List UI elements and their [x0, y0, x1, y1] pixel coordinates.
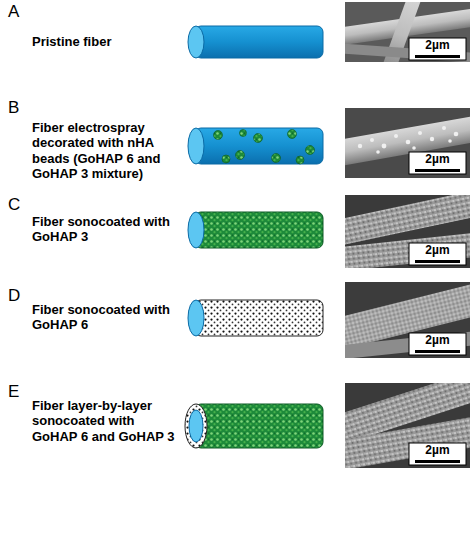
decorated-fiber-cylinder — [188, 128, 323, 164]
goHAP6-coated-cylinder — [188, 300, 323, 336]
sem-image — [345, 195, 470, 268]
scale-bar — [409, 38, 466, 465]
sem-image — [345, 383, 470, 468]
sem-image — [345, 2, 470, 62]
scale-label: 2µm — [409, 243, 466, 257]
layer-by-layer-cylinder — [185, 404, 323, 448]
pristine-fiber-cylinder — [188, 26, 323, 58]
panel-description: Pristine fiber — [32, 34, 182, 49]
panel-description: Fiber electrospray decorated with nHA be… — [32, 120, 190, 181]
scale-label: 2µm — [409, 152, 466, 166]
goHAP3-coated-cylinder — [188, 212, 323, 248]
panel-letter: C — [8, 195, 38, 215]
panel-description: Fiber layer-by-layer sonocoated with GoH… — [32, 398, 182, 444]
scale-label: 2µm — [409, 333, 466, 347]
panel-letter: A — [8, 2, 38, 22]
panel-description: Fiber sonocoated with GoHAP 6 — [32, 302, 182, 333]
panel-letter: B — [8, 98, 38, 118]
sem-image — [345, 282, 470, 358]
scale-label: 2µm — [409, 38, 466, 52]
scale-label: 2µm — [409, 443, 466, 457]
sem-image — [345, 108, 470, 178]
panel-description: Fiber sonocoated with GoHAP 3 — [32, 214, 182, 245]
